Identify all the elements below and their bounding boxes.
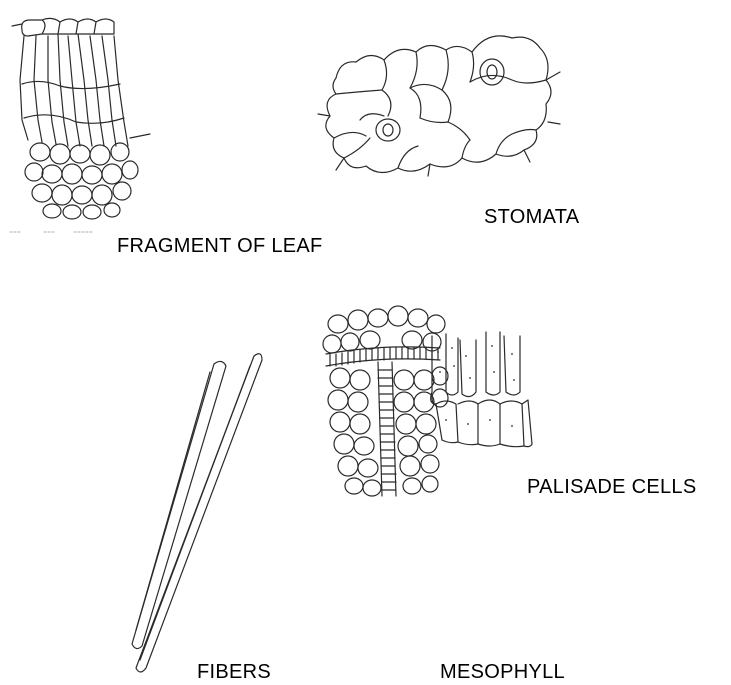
- leaf-epidermis: [12, 18, 114, 36]
- fibers-drawing: [132, 354, 262, 672]
- leaf-fragment-drawing: [10, 18, 150, 232]
- leaf-palisade-layer: [20, 34, 128, 146]
- stomata-drawing: [318, 36, 560, 176]
- mesophyll-label: MESOPHYLL: [440, 661, 565, 684]
- fragment-of-leaf-label: FRAGMENT OF LEAF: [117, 235, 323, 258]
- fibers-label: FIBERS: [197, 661, 271, 684]
- palisade-cells-drawing: [431, 332, 532, 447]
- mesophyll-vascular-bundle: [326, 347, 440, 496]
- mesophyll-drawing: [323, 306, 448, 496]
- stoma-left: [376, 119, 400, 141]
- stomata-label: STOMATA: [484, 206, 579, 229]
- stoma-right: [480, 59, 504, 85]
- mesophyll-cells: [323, 306, 448, 496]
- palisade-cells-label: PALISADE CELLS: [527, 476, 696, 499]
- leaf-spongy-layer: [25, 134, 150, 219]
